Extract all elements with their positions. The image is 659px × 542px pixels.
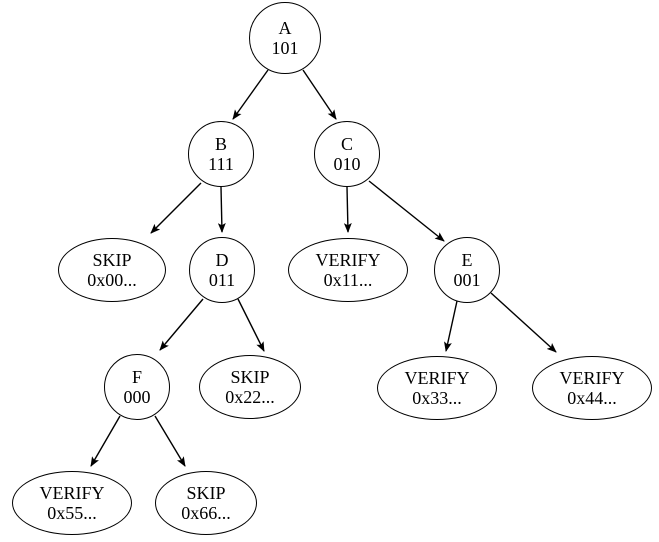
node-label-primary: VERIFY [315, 249, 381, 270]
node-label-secondary: 011 [208, 270, 236, 290]
node-label-secondary: 0x11... [323, 270, 373, 290]
node-label-primary: SKIP [92, 249, 132, 270]
edge-b-to-skip00 [150, 182, 202, 234]
edge-d-to-skip22 [237, 298, 265, 352]
node-label-primary: C [340, 133, 353, 154]
edge-e-to-ver33 [444, 300, 458, 352]
edges-group [90, 69, 557, 467]
edge-e-to-ver44 [490, 292, 557, 353]
node-label-primary: F [131, 366, 142, 387]
edge-c-to-e [368, 180, 445, 242]
node-label-secondary: 111 [208, 154, 234, 174]
node-label-primary: VERIFY [404, 367, 470, 388]
node-label-primary: A [278, 17, 292, 38]
node-label-secondary: 0x22... [225, 387, 275, 407]
edge-a-to-c [302, 69, 337, 120]
node-label-secondary: 0x00... [87, 270, 137, 290]
node-label-primary: E [461, 249, 473, 270]
node-label-primary: VERIFY [39, 482, 105, 503]
edge-f-to-ver55 [90, 415, 121, 467]
node-label-primary: VERIFY [559, 367, 625, 388]
node-label-secondary: 0x66... [181, 503, 231, 523]
node-label-secondary: 010 [333, 154, 361, 174]
node-label-primary: SKIP [186, 482, 226, 503]
node-label-primary: D [215, 249, 229, 270]
edge-d-to-f [159, 298, 204, 351]
edge-b-to-d [217, 186, 226, 233]
edge-f-to-skip66 [154, 415, 186, 467]
node-label-secondary: 0x44... [567, 388, 617, 408]
node-label-secondary: 000 [123, 387, 151, 407]
node-label-primary: B [214, 133, 227, 154]
node-label-secondary: 0x33... [412, 388, 462, 408]
node-label-secondary: 001 [453, 270, 481, 290]
node-label-secondary: 0x55... [47, 503, 97, 523]
edge-c-to-ver11 [343, 186, 352, 233]
node-label-primary: SKIP [230, 366, 270, 387]
node-label-secondary: 101 [271, 38, 299, 58]
edge-a-to-b [232, 69, 269, 120]
